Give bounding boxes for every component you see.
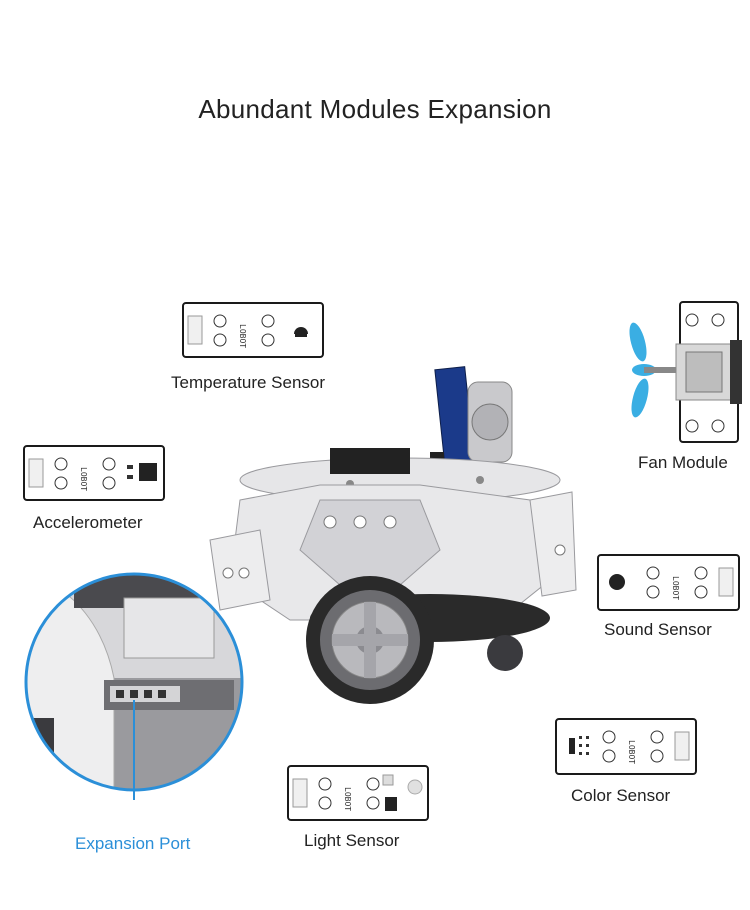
svg-text:LOBOT: LOBOT	[238, 324, 247, 348]
light-sensor-module: LOBOT	[287, 765, 429, 821]
fan-module	[622, 300, 744, 445]
expansion-port-zoom	[14, 568, 264, 803]
accelerometer-module: LOBOT	[23, 445, 165, 501]
page-title: Abundant Modules Expansion	[198, 94, 552, 124]
svg-text:LOBOT: LOBOT	[79, 467, 88, 491]
temperature-sensor-label: Temperature Sensor	[171, 373, 326, 392]
color-sensor-label: Color Sensor	[571, 786, 671, 805]
svg-text:LOBOT: LOBOT	[343, 787, 352, 811]
svg-text:LOBOT: LOBOT	[627, 740, 636, 764]
light-sensor-label: Light Sensor	[304, 831, 400, 850]
fan-module-label: Fan Module	[638, 453, 728, 472]
robot-car-illustration	[200, 360, 580, 710]
accelerometer-label: Accelerometer	[33, 513, 143, 532]
expansion-port-label: Expansion Port	[75, 834, 191, 853]
color-sensor-module: LOBOT	[555, 718, 697, 775]
temperature-sensor-module: LOBOT	[182, 302, 324, 358]
sound-sensor-module: LOBOT	[597, 554, 740, 611]
fan-propeller-icon	[629, 322, 678, 418]
svg-text:LOBOT: LOBOT	[671, 576, 680, 600]
sound-sensor-label: Sound Sensor	[604, 620, 712, 639]
